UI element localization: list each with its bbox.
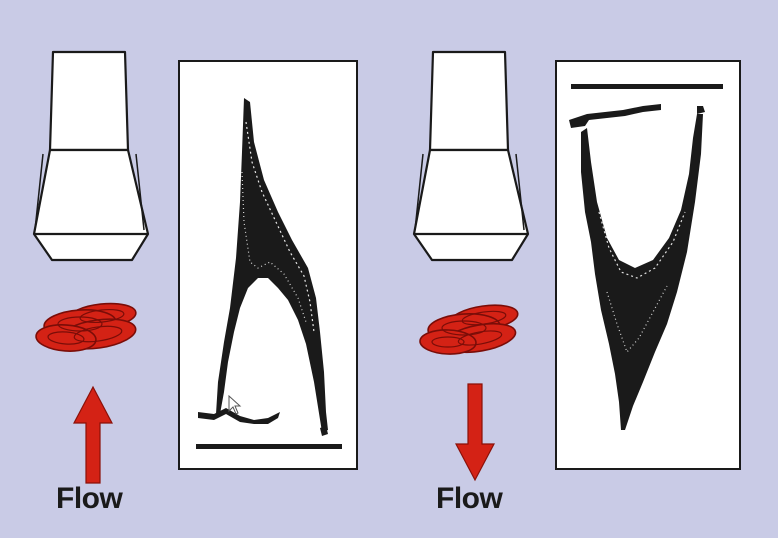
- transducer-icon: [32, 50, 150, 262]
- flow-down-arrow-icon: [455, 383, 495, 482]
- flow-label-right: Flow: [436, 482, 503, 515]
- flow-up-arrow-icon: [73, 385, 113, 484]
- doppler-spectrum-above-baseline: [196, 98, 342, 449]
- spectral-panel-right: [555, 60, 741, 470]
- doppler-spectrum-below-baseline: [569, 84, 723, 430]
- spectral-panel-left: [178, 60, 358, 470]
- transducer-icon: [412, 50, 530, 262]
- red-blood-cells-icon: [35, 302, 137, 352]
- red-blood-cells-icon: [419, 304, 519, 355]
- mouse-cursor-icon: [228, 394, 242, 415]
- flow-label-left: Flow: [56, 482, 123, 515]
